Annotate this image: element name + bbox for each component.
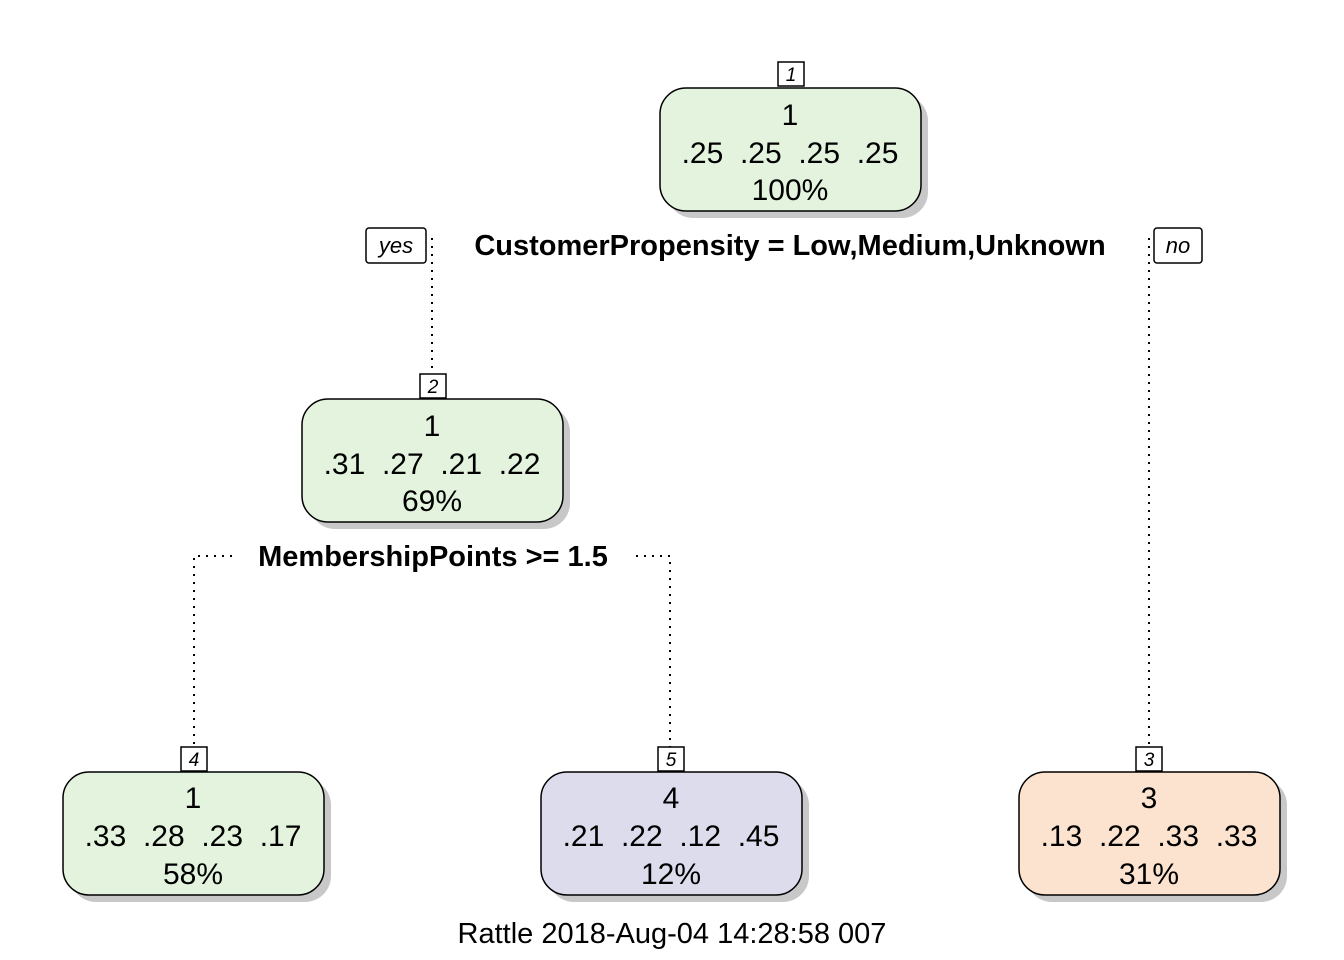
yes-label-box [365, 227, 427, 264]
node-id: 5 [666, 750, 677, 771]
node-class-probabilities: .33 .28 .23 .17 [85, 820, 302, 853]
node-percentage: 69% [402, 485, 462, 518]
node-class-probabilities: .21 .22 .12 .45 [563, 820, 780, 853]
split-rule-1: CustomerPropensity = Low,Medium,Unknown [474, 230, 1105, 262]
node-percentage: 100% [752, 174, 829, 207]
tree-node-2: 1 .31 .27 .21 .22 69% 2 [301, 373, 570, 529]
node-predicted-class: 1 [782, 99, 799, 132]
tree-connectors [193, 238, 1150, 748]
no-label: no [1166, 233, 1190, 258]
node-box [540, 771, 803, 896]
node-box [659, 87, 922, 212]
footer-caption: Rattle 2018-Aug-04 14:28:58 007 [457, 918, 887, 950]
node-percentage: 12% [641, 858, 701, 891]
node-id: 4 [189, 750, 200, 771]
node-predicted-class: 1 [424, 410, 441, 443]
node-predicted-class: 3 [1141, 782, 1158, 815]
split-rule-2: MembershipPoints >= 1.5 [258, 541, 608, 573]
edge-2-4 [193, 555, 232, 748]
node-class-probabilities: .25 .25 .25 .25 [682, 137, 899, 170]
node-class-probabilities: .13 .22 .33 .33 [1041, 820, 1258, 853]
node-id-badge [657, 746, 685, 772]
tree-node-4: 1 .33 .28 .23 .17 58% 4 [62, 746, 331, 902]
tree-node-5: 4 .21 .22 .12 .45 12% 5 [540, 746, 809, 902]
split-rule-2-bg [236, 537, 632, 575]
node-id: 1 [786, 65, 797, 86]
edge-2-5 [636, 555, 671, 748]
node-id-badge [777, 61, 805, 87]
node-class-probabilities: .31 .27 .21 .22 [324, 448, 541, 481]
node-id: 3 [1144, 750, 1155, 771]
node-box [1018, 771, 1281, 896]
no-label-box [1153, 227, 1203, 264]
node-id-badge [1135, 746, 1163, 772]
tree-node-3: 3 .13 .22 .33 .33 31% 3 [1018, 746, 1287, 902]
tree-node-1: 1 .25 .25 .25 .25 100% 1 [659, 61, 928, 218]
node-box [301, 398, 564, 523]
node-predicted-class: 1 [185, 782, 202, 815]
node-percentage: 58% [163, 858, 223, 891]
node-percentage: 31% [1119, 858, 1179, 891]
yes-label: yes [377, 233, 413, 258]
node-id-badge [419, 373, 447, 399]
node-id: 2 [427, 377, 439, 398]
node-predicted-class: 4 [663, 782, 680, 815]
node-id-badge [180, 746, 208, 772]
node-box [62, 771, 325, 896]
